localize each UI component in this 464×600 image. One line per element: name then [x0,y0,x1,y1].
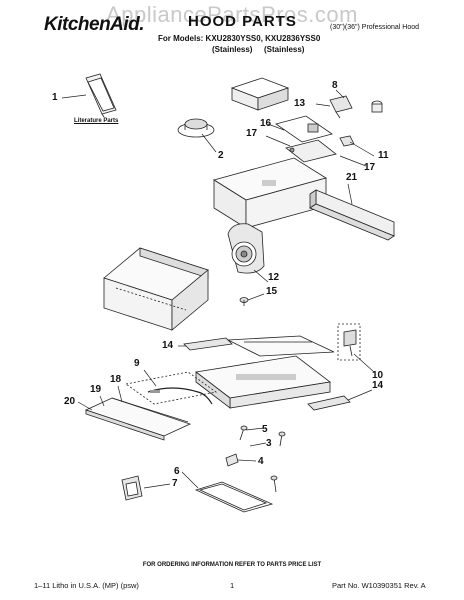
callout-14-left: 14 [162,340,174,351]
bottom-pan-part [195,355,331,409]
grease-filter-part [84,397,192,441]
rear-rail-part [309,189,395,241]
callout-4: 4 [258,456,264,467]
footer-part-number: Part No. W10390351 Rev. A [332,581,426,590]
watermark: AppliancePartsPros.com [106,2,358,27]
screw-part [239,297,249,306]
footer-page-number: 1 [230,581,235,590]
models-line: For Models: KXU2830YSS0, KXU2836YSS0 [158,34,321,43]
callout-9: 9 [134,358,140,369]
callout-16: 16 [260,118,272,129]
back-panel-part [103,247,209,331]
hardware-parts [225,425,286,493]
page-title: HOOD PARTS [188,13,297,30]
ordering-note: FOR ORDERING INFORMATION REFER TO PARTS … [142,562,322,568]
finish-label-1: (Stainless) [212,45,253,54]
callout-1: 1 [52,92,58,103]
callout-11: 11 [378,150,389,161]
parts-box [230,77,290,111]
motor-part [177,118,215,138]
callout-15: 15 [266,286,278,297]
callout-17-left: 17 [246,128,258,139]
callout-18: 18 [110,374,122,385]
callout-2: 2 [218,150,224,161]
wiring-harness-part [125,371,217,405]
light-frame-part [226,335,335,357]
callout-3: 3 [266,438,272,449]
callout-6: 6 [174,466,180,477]
callout-13: 13 [294,98,306,109]
lens-panel-part [194,481,274,513]
thermostat-part [371,100,383,113]
bracket-assembly-part [337,323,361,361]
connector-part [339,135,355,147]
footer-litho: 1–11 Litho in U.S.A. (MP) (psw) [34,581,139,590]
leader-lines [61,89,375,489]
literature-parts-label: Literature Parts [74,118,119,124]
finish-label-2: (Stainless) [264,45,305,54]
hood-housing [213,157,327,229]
callout-20: 20 [64,396,76,407]
callout-8: 8 [332,80,338,91]
callout-14-right: 14 [372,380,384,391]
mounting-clip-part [121,475,143,501]
callout-19: 19 [90,384,102,395]
switch-part [329,95,353,119]
literature-booklet-part [85,73,117,118]
light-bar-left [183,337,233,351]
blower-part [227,223,265,274]
callout-7: 7 [172,478,178,489]
callout-17-right: 17 [364,162,376,173]
callout-5: 5 [262,424,268,435]
callout-21: 21 [346,172,358,183]
subtitle: (30")(36") Professional Hood [330,24,420,31]
brand-logo: KitchenAid. [44,14,145,35]
callout-12: 12 [268,272,280,283]
control-board-part [275,115,337,163]
light-bar-right [307,395,351,411]
callout-10: 10 [372,370,384,381]
